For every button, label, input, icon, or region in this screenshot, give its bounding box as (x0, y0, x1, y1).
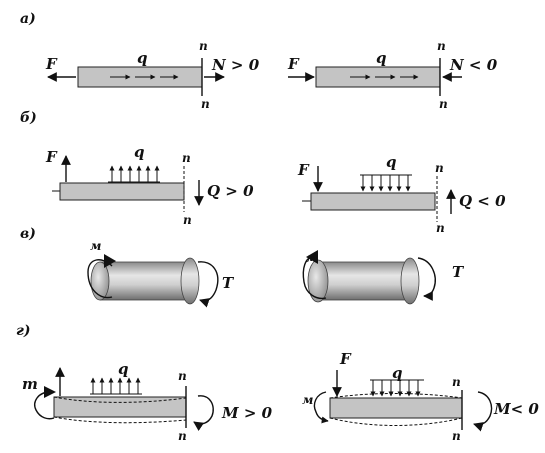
condition-label: Q > 0 (207, 182, 254, 200)
load-q-label: q (392, 364, 403, 382)
deflection-curve (329, 393, 463, 399)
section-n-label-top: n (437, 39, 446, 53)
section-n-label-bottom: n (201, 97, 210, 111)
condition-label: N < 0 (449, 56, 498, 74)
section-n-label-top: n (199, 39, 208, 53)
beam-b-right: F q n n Q < 0 (297, 153, 506, 235)
section-n-label-bottom: n (452, 429, 461, 443)
shaft-end (307, 259, 329, 303)
force-f-label: F (297, 161, 310, 179)
deflection-curve (329, 417, 463, 426)
moment-m-label: м (302, 393, 313, 407)
shaft-flange (400, 257, 420, 305)
section-n-label-bottom: n (183, 213, 192, 227)
moment-m-arrow (302, 255, 327, 300)
condition-label: M > 0 (221, 404, 273, 422)
section-n-label-top: n (452, 375, 461, 389)
section-v: в) м T м T (20, 226, 465, 308)
section-b-label: б) (20, 110, 37, 126)
force-f-label: F (339, 350, 352, 368)
moment-m-label: м (306, 251, 317, 265)
shaft-body (99, 261, 191, 301)
torque-t-label: T (222, 274, 235, 292)
torque-t-arrow (197, 261, 219, 308)
torque-t-label: T (452, 263, 465, 281)
section-n-label-bottom: n (436, 221, 445, 235)
force-f-label: F (287, 55, 300, 73)
load-q-label: q (134, 143, 145, 161)
section-n-label-top: n (182, 151, 191, 165)
torque-t-arrow (417, 257, 436, 301)
shaft-v-left: м T (87, 239, 235, 308)
load-q-label: q (137, 49, 148, 67)
moment-m-arrow (313, 391, 329, 424)
section-n-label-top: n (178, 369, 187, 383)
section-b: б) F q n n Q > 0 (20, 110, 506, 235)
section-a-label: а) (20, 11, 36, 27)
section-n-label-bottom: n (178, 429, 187, 443)
moment-m-arrow (34, 391, 55, 420)
section-a: а) F q n n N > 0 F q n (20, 11, 498, 111)
beam-g-right: F м q n n M< 0 (302, 350, 539, 443)
beam-bar (310, 192, 436, 211)
moment-m-label: м (90, 239, 101, 253)
moment-arrow (193, 395, 214, 431)
section-v-label: в) (20, 226, 36, 242)
shaft-v-right: м T (302, 250, 465, 305)
beam-bar (329, 397, 463, 419)
force-f-label: F (45, 148, 58, 166)
condition-label: M< 0 (493, 400, 539, 418)
rod-a-right: F q n n N < 0 (287, 39, 498, 111)
load-q-label: q (386, 153, 397, 171)
moment-m-arrowhead (44, 386, 56, 398)
beam-b-left: F q n n Q > 0 (45, 143, 254, 227)
shaft-flange (180, 257, 200, 305)
condition-label: Q < 0 (459, 192, 506, 210)
condition-label: N > 0 (211, 56, 260, 74)
rod-a-left: F q n n N > 0 (45, 39, 260, 111)
deflection-curve (53, 396, 187, 403)
shaft-end (90, 261, 110, 301)
moment-arrow (473, 391, 493, 432)
section-n-label-top: n (435, 161, 444, 175)
moment-m-label: m (22, 375, 38, 393)
beam-bar (59, 182, 185, 201)
beam-g-left: m q n n M > 0 (22, 360, 273, 443)
load-q-label: q (376, 49, 387, 67)
section-g-label: г) (16, 323, 31, 339)
moment-m-arrowhead (104, 254, 116, 268)
deflection-curve (53, 416, 187, 424)
load-q-label: q (118, 360, 129, 378)
shaft-body (317, 261, 411, 301)
section-g: г) m q n n M > 0 (16, 323, 539, 443)
force-f-label: F (45, 55, 58, 73)
section-n-label-bottom: n (439, 97, 448, 111)
moment-m-arrowhead (306, 250, 318, 264)
moment-m-arrow (87, 259, 113, 299)
